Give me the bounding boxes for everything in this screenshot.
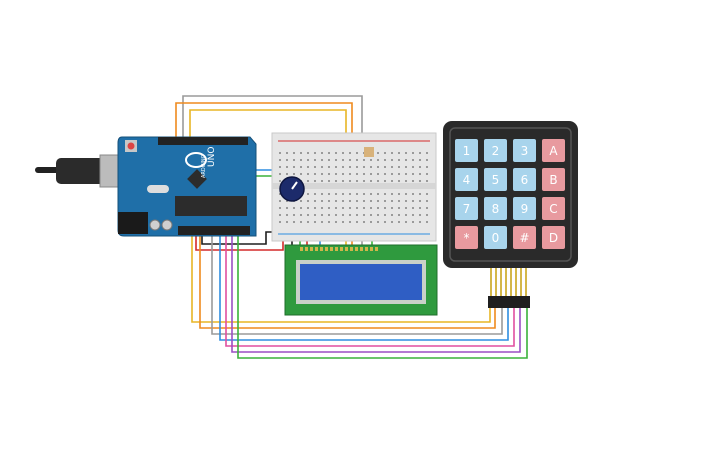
keypad-key-label: 8 (492, 202, 500, 216)
keypad-key-label: 2 (492, 144, 500, 158)
keypad-key-label: 1 (463, 144, 471, 158)
keypad-key-label: 4 (463, 173, 471, 187)
lcd-pin (320, 247, 323, 251)
lcd-pin (375, 247, 378, 251)
keypad-key-label: C (549, 202, 557, 216)
keypad-key-hash[interactable]: # (513, 226, 536, 249)
keypad-key-label: A (549, 144, 558, 158)
keypad-key-a[interactable]: A (542, 139, 565, 162)
lcd-pin (305, 247, 308, 251)
lcd-pin (360, 247, 363, 251)
keypad-key-9[interactable]: 9 (513, 197, 536, 220)
lcd-pin (340, 247, 343, 251)
wire-purple-keypad (231, 172, 521, 353)
arduino-board[interactable]: UNO ARDUINO (117, 136, 257, 237)
keypad-key-label: D (549, 231, 558, 245)
lcd-display[interactable] (284, 244, 438, 316)
keypad-key-6[interactable]: 6 (513, 168, 536, 191)
keypad-key-label: 6 (521, 173, 529, 187)
lcd-pin (345, 247, 348, 251)
keypad-key-d[interactable]: D (542, 226, 565, 249)
lcd-pin (310, 247, 313, 251)
keypad-key-label: * (464, 231, 470, 245)
keypad-key-label: 9 (521, 202, 529, 216)
wire-gray-keypad (211, 150, 503, 335)
keypad-key-c[interactable]: C (542, 197, 565, 220)
lcd-pin (300, 247, 303, 251)
keypad-key-5[interactable]: 5 (484, 168, 507, 191)
wire-yellow-keypad (191, 230, 491, 323)
lcd-pin (335, 247, 338, 251)
keypad-key-label: B (549, 173, 557, 187)
keypad-key-4[interactable]: 4 (455, 168, 478, 191)
keypad-key-7[interactable]: 7 (455, 197, 478, 220)
wire-green-keypad (237, 180, 528, 359)
resistor (364, 147, 374, 157)
keypad-key-label: 7 (463, 202, 471, 216)
keypad-key-2[interactable]: 2 (484, 139, 507, 162)
keypad-key-b[interactable]: B (542, 168, 565, 191)
keypad-key-label: 0 (492, 231, 500, 245)
lcd-pin (350, 247, 353, 251)
keypad-key-0[interactable]: 0 (484, 226, 507, 249)
lcd-pin (355, 247, 358, 251)
arduino-model-label: UNO (207, 147, 217, 167)
potentiometer[interactable] (279, 176, 305, 202)
lcd-pin (330, 247, 333, 251)
keypad-key-star[interactable]: * (455, 226, 478, 249)
lcd-pin (325, 247, 328, 251)
wire-pink-keypad (225, 166, 515, 347)
lcd-pin (365, 247, 368, 251)
keypad-key-1[interactable]: 1 (455, 139, 478, 162)
keypad-key-3[interactable]: 3 (513, 139, 536, 162)
wire-blue-keypad (219, 160, 509, 341)
keypad-key-label: 5 (492, 173, 500, 187)
keypad-key-label: 3 (521, 144, 529, 158)
keypad-key-label: # (519, 231, 529, 245)
lcd-pin (370, 247, 373, 251)
arduino-brand-label: ARDUINO (201, 154, 207, 178)
keypad[interactable]: 1 2 3 A 4 5 6 B 7 8 9 C * 0 # D (443, 121, 578, 308)
keypad-key-8[interactable]: 8 (484, 197, 507, 220)
lcd-pin (315, 247, 318, 251)
